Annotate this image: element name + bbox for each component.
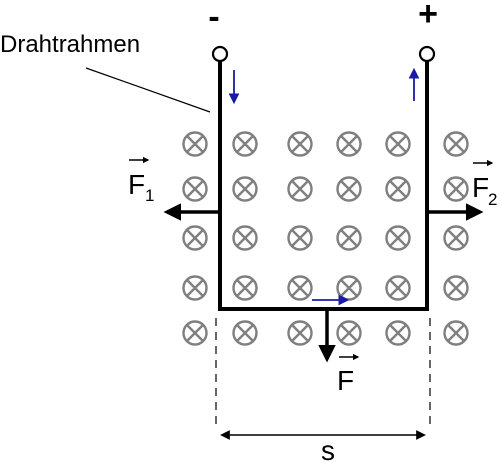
- field-into-page-icon: [336, 320, 362, 346]
- field-into-page-icon: [232, 225, 258, 251]
- field-into-page-icon: [232, 131, 258, 157]
- field-into-page-icon: [182, 176, 208, 202]
- field-into-page-icon: [443, 275, 469, 301]
- frame-pointer-line: [85, 67, 211, 113]
- field-into-page-icon: [287, 225, 313, 251]
- field-into-page-icon: [182, 131, 208, 157]
- field-into-page-icon: [385, 275, 411, 301]
- field-into-page-icon: [287, 275, 313, 301]
- wire-frame: [218, 56, 429, 311]
- field-into-page-icon: [385, 176, 411, 202]
- force-label-right: F 2: [472, 159, 497, 209]
- width-label: s: [321, 435, 335, 462]
- force-left-letter: F: [128, 169, 145, 200]
- field-into-page-icon: [443, 320, 469, 346]
- frame-label: Drahtrahmen: [0, 31, 140, 58]
- field-into-page-icon: [385, 131, 411, 157]
- force-right-subscript: 2: [488, 190, 497, 209]
- minus-terminal: [211, 45, 229, 63]
- field-into-page-icon: [443, 131, 469, 157]
- field-into-page-icon: [336, 275, 362, 301]
- field-into-page-icon: [287, 320, 313, 346]
- force-label-bottom: F: [337, 353, 360, 396]
- plus-terminal: [418, 45, 436, 63]
- field-into-page-icon: [232, 320, 258, 346]
- field-into-page-icon: [336, 176, 362, 202]
- force-right-letter: F: [472, 172, 489, 203]
- field-into-page-icon: [336, 225, 362, 251]
- field-into-page-icon: [232, 176, 258, 202]
- force-label-left: F 1: [128, 156, 154, 205]
- field-into-page-icon: [182, 275, 208, 301]
- force-left-subscript: 1: [145, 186, 154, 205]
- field-into-page-icon: [443, 225, 469, 251]
- field-into-page-icon: [336, 131, 362, 157]
- field-into-page-icon: [182, 320, 208, 346]
- field-into-page-icon: [287, 131, 313, 157]
- field-into-page-icon: [385, 320, 411, 346]
- minus-label: -: [208, 0, 219, 36]
- field-into-page-icon: [182, 225, 208, 251]
- field-into-page-icon: [443, 176, 469, 202]
- magnetic-field-grid: [182, 131, 469, 346]
- force-bottom-letter: F: [337, 365, 354, 396]
- field-into-page-icon: [385, 225, 411, 251]
- plus-label: +: [418, 0, 438, 33]
- field-into-page-icon: [232, 275, 258, 301]
- field-into-page-icon: [287, 176, 313, 202]
